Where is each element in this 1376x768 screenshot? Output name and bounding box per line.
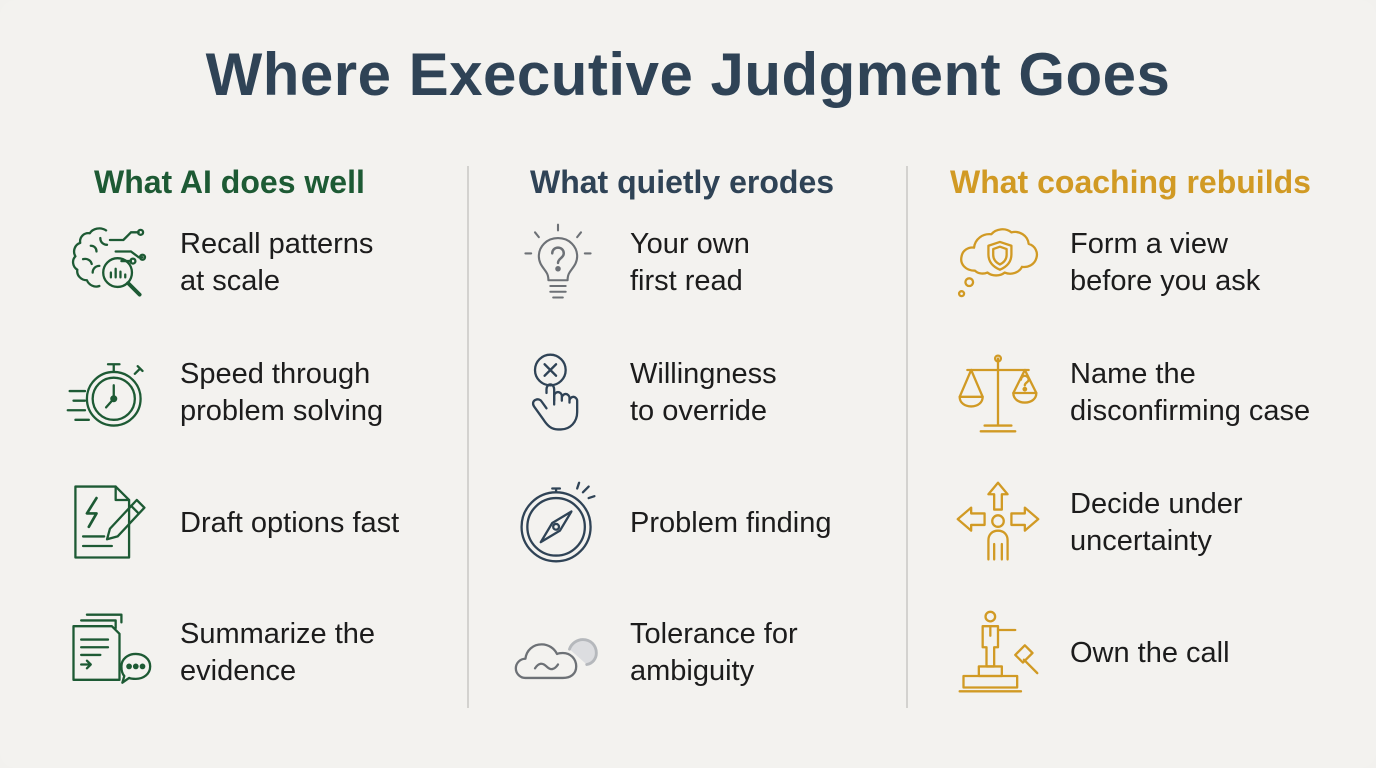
item-label: Recall patterns at scale: [180, 228, 374, 297]
column-heading: What quietly erodes: [530, 164, 835, 200]
list-item: Name the disconfirming case: [950, 338, 1360, 448]
list-item: Form a view before you ask: [950, 208, 1360, 318]
item-label: Name the disconfirming case: [1070, 358, 1311, 427]
column-coaching-rebuilds: What coaching rebuilds Form a view befor…: [950, 160, 1360, 693]
list-item: Willingness to override: [510, 338, 900, 448]
item-label: Form a view before you ask: [1070, 228, 1261, 297]
column-heading: What AI does well: [94, 164, 365, 200]
list-item: Your own first read: [510, 208, 900, 318]
item-label: Problem finding: [630, 506, 832, 539]
list-item: Speed through problem solving: [60, 338, 460, 448]
hand-cancel-icon: [510, 345, 606, 441]
column-quietly-erodes: What quietly erodes Your own first read: [510, 160, 900, 687]
column-divider: [467, 166, 469, 708]
column-ai-does-well: What AI does well Recall patterns at sca…: [60, 160, 460, 687]
brain-search-icon: [60, 215, 156, 311]
list-item: Summarize the evidence: [60, 598, 460, 708]
item-label: Own the call: [1070, 636, 1230, 669]
item-label: Willingness to override: [630, 358, 777, 427]
thought-shield-icon: [950, 215, 1046, 311]
podium-gavel-icon: [950, 605, 1046, 701]
page-title: Where Executive Judgment Goes: [205, 41, 1171, 108]
scales-icon: [950, 345, 1046, 441]
item-label: Your own first read: [630, 228, 750, 297]
lightbulb-question-icon: [510, 215, 606, 311]
column-divider: [906, 166, 908, 708]
compass-icon: [510, 475, 606, 571]
item-label: Draft options fast: [180, 506, 400, 539]
documents-chat-icon: [60, 605, 156, 701]
item-label: Speed through problem solving: [180, 358, 384, 427]
document-pencil-icon: [60, 475, 156, 571]
cloud-icon: [510, 605, 606, 701]
item-label: Decide under uncertainty: [1070, 488, 1243, 557]
column-heading: What coaching rebuilds: [950, 164, 1311, 200]
stopwatch-icon: [60, 345, 156, 441]
list-item: Tolerance for ambiguity: [510, 598, 900, 708]
crossroads-person-icon: [950, 475, 1046, 571]
list-item: Problem finding: [510, 468, 900, 578]
item-label: Tolerance for ambiguity: [630, 618, 798, 687]
list-item: Own the call: [950, 598, 1360, 708]
list-item: Decide under uncertainty: [950, 468, 1360, 578]
item-label: Summarize the evidence: [180, 618, 376, 687]
list-item: Draft options fast: [60, 468, 460, 578]
list-item: Recall patterns at scale: [60, 208, 460, 318]
